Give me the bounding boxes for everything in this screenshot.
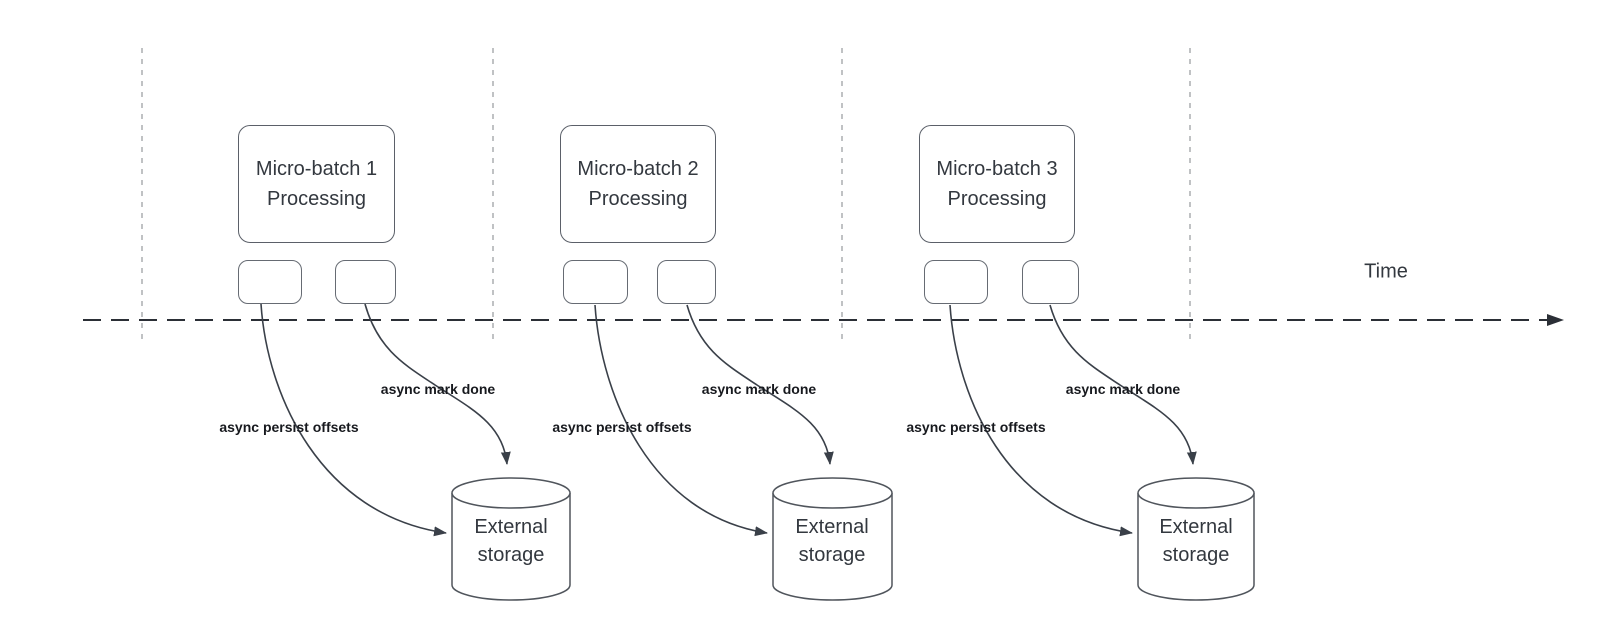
external-storage-label-3: External storage [1126, 513, 1266, 569]
mark-done-label-2: async mark done [701, 381, 817, 397]
micro-batch-2-processing-box: Micro-batch 2 Processing [560, 125, 716, 243]
external-storage-label-2: External storage [762, 513, 902, 569]
external-storage-label-3-line1: External [1159, 516, 1233, 538]
mark-done-source-box-3 [1022, 260, 1079, 304]
mark-done-arrow-1 [364, 303, 511, 465]
external-storage-label-1-line2: storage [477, 544, 545, 566]
external-storage-cylinder-2 [772, 477, 893, 601]
micro-batch-1-title-line2: Processing [267, 188, 366, 210]
external-storage-label-3-line2: storage [1162, 544, 1230, 566]
persist-offsets-arrow-2 [594, 304, 768, 537]
external-storage-label-1: External storage [441, 513, 581, 569]
mark-done-source-box-1 [335, 260, 396, 304]
external-storage-label-2-line2: storage [798, 544, 866, 566]
external-storage-label-2-line1: External [795, 516, 869, 538]
persist-offsets-arrow-1 [260, 303, 447, 537]
micro-batch-2-title-line1: Micro-batch 2 [577, 158, 699, 180]
mark-done-label-3: async mark done [1065, 381, 1181, 397]
micro-batch-3-title-line1: Micro-batch 3 [936, 158, 1058, 180]
persist-offsets-label-1: async persist offsets [219, 419, 359, 435]
external-storage-cylinder-3 [1137, 477, 1255, 601]
micro-batch-3-processing-box: Micro-batch 3 Processing [919, 125, 1075, 243]
micro-batch-1-title-line1: Micro-batch 1 [255, 158, 378, 180]
external-storage-label-1-line1: External [474, 516, 548, 538]
persist-offsets-label-3: async persist offsets [906, 419, 1046, 435]
persist-offsets-arrow-3 [949, 304, 1133, 537]
external-storage-cylinder-1 [451, 477, 571, 601]
persist-offsets-label-2: async persist offsets [552, 419, 692, 435]
persist-offsets-source-box-2 [563, 260, 628, 304]
mark-done-label-1: async mark done [380, 381, 496, 397]
mark-done-arrow-3 [1049, 304, 1197, 465]
persist-offsets-source-box-1 [238, 260, 302, 304]
mark-done-arrow-2 [686, 304, 834, 465]
micro-batch-3-title-line2: Processing [947, 188, 1047, 210]
micro-batch-1-processing-box: Micro-batch 1 Processing [238, 125, 395, 243]
micro-batch-2-title-line2: Processing [588, 188, 688, 210]
time-label: Time [1364, 260, 1408, 283]
persist-offsets-source-box-3 [924, 260, 988, 304]
mark-done-source-box-2 [657, 260, 716, 304]
